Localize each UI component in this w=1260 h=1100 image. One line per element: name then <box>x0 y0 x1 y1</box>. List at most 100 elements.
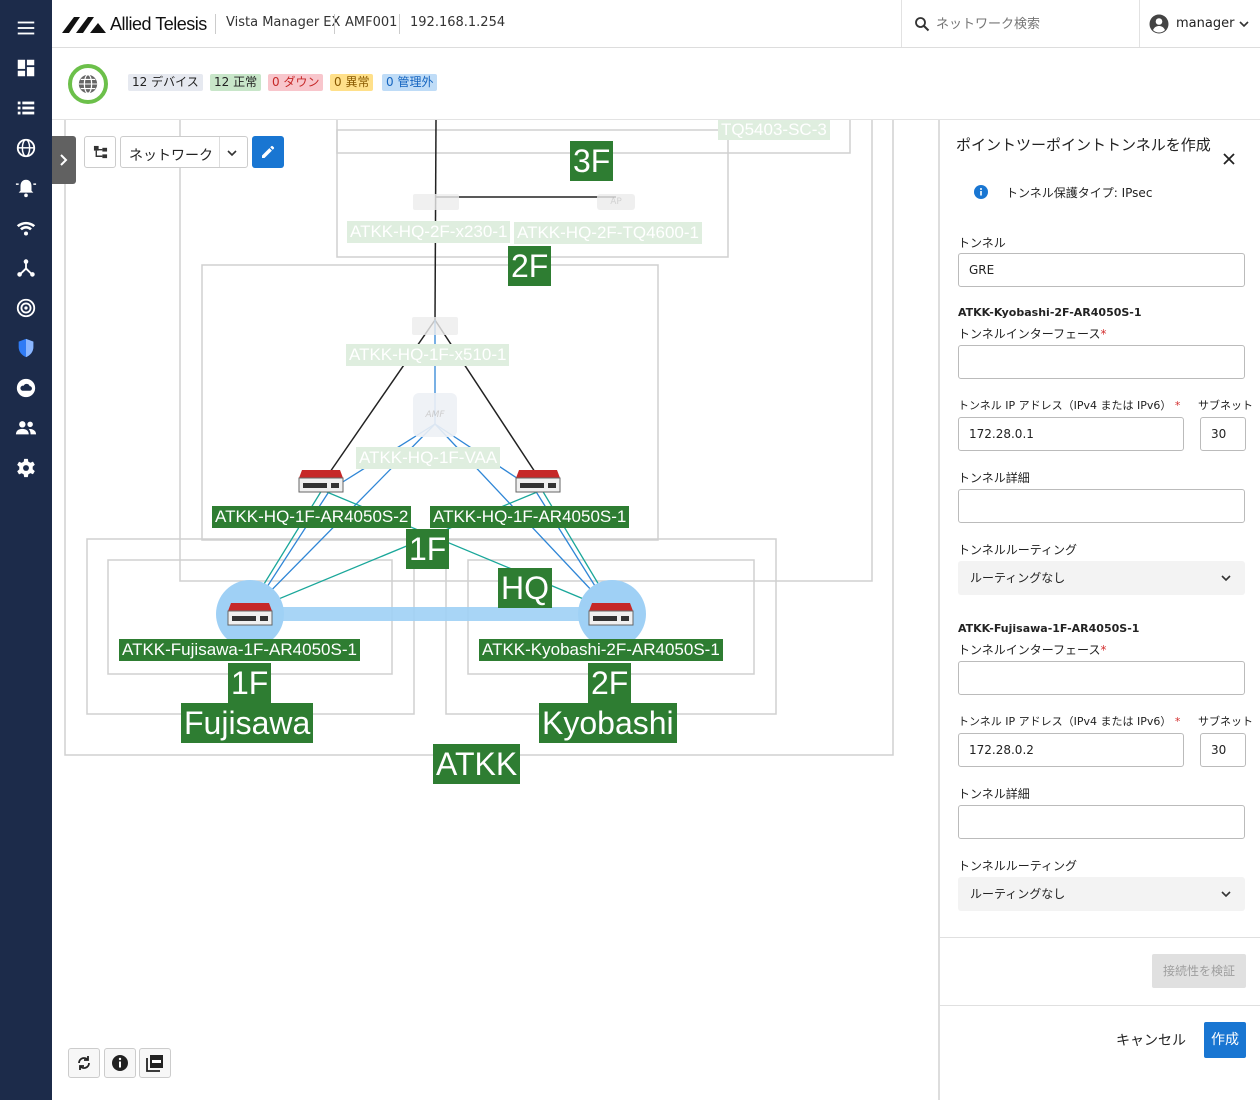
hq-label[interactable]: HQ <box>498 568 552 608</box>
x230-device-icon[interactable] <box>413 194 459 210</box>
unmanaged-count-badge[interactable]: 0 管理外 <box>382 74 438 91</box>
site1-ip-label: トンネル IP アドレス（IPv4 または IPv6） * <box>958 399 1181 412</box>
top-header: Allied Telesis Vista Manager EX AMF001 1… <box>52 0 1260 48</box>
fujisawa-device-label[interactable]: ATKK-Fujisawa-1F-AR4050S-1 <box>119 639 360 661</box>
site1-tunnel-interface-input[interactable] <box>958 345 1245 379</box>
site2-routing-value: ルーティングなし <box>970 887 1066 901</box>
pencil-icon <box>262 145 275 158</box>
search-icon <box>915 17 930 32</box>
access-point-icon[interactable]: AP <box>597 194 635 210</box>
network-search[interactable] <box>902 0 1138 47</box>
x510-device-icon[interactable] <box>412 317 458 335</box>
close-icon[interactable] <box>1222 152 1236 166</box>
allied-telesis-logo[interactable]: Allied Telesis <box>60 14 220 36</box>
chevron-down-icon <box>1239 21 1249 28</box>
divider <box>940 1005 1260 1006</box>
account-icon <box>1149 14 1169 34</box>
site1-routing-select[interactable]: ルーティングなし <box>958 561 1245 595</box>
list-icon[interactable] <box>0 88 52 128</box>
controller-ip: 192.168.1.254 <box>410 15 506 30</box>
site2-if-label: トンネルインターフェース* <box>958 643 1107 657</box>
network-map[interactable]: AP AMF TQ5403-SC-3 3F ATKK-HQ-2F-x230-1 … <box>52 120 938 1100</box>
cancel-button[interactable]: キャンセル <box>1116 1033 1186 1049</box>
dashboard-icon[interactable] <box>0 48 52 88</box>
floor-1f-hq-label[interactable]: 1F <box>406 529 450 569</box>
ar1-label[interactable]: ATKK-HQ-1F-AR4050S-1 <box>430 506 630 528</box>
chevron-down-icon <box>1221 891 1231 898</box>
amf-device-icon[interactable]: AMF <box>413 393 457 437</box>
health-indicator <box>68 64 108 104</box>
tunnel-type-field[interactable]: GRE <box>958 253 1245 287</box>
tunnel-create-panel: ポイントツーポイントトンネルを作成 トンネル保護タイプ: IPsec トンネル … <box>938 120 1260 1100</box>
site2-routing-select[interactable]: ルーティングなし <box>958 877 1245 911</box>
radar-icon[interactable] <box>0 288 52 328</box>
site1-if-label: トンネルインターフェース* <box>958 327 1107 341</box>
edit-map-button[interactable] <box>252 136 284 168</box>
wifi-icon[interactable] <box>0 208 52 248</box>
verify-connectivity-button[interactable]: 接続性を検証 <box>1152 954 1246 988</box>
security-icon[interactable] <box>0 328 52 368</box>
brand-name: Allied Telesis <box>110 14 207 34</box>
alarm-icon[interactable] <box>0 168 52 208</box>
status-bar: 12 デバイス 12 正常 0 ダウン 0 異常 0 管理外 <box>52 48 1260 120</box>
floor-3f-label[interactable]: 3F <box>570 141 614 181</box>
expand-panel-button[interactable] <box>52 136 76 184</box>
site1-ip-input[interactable]: 172.28.0.1 <box>958 417 1184 451</box>
router-ar2-icon[interactable] <box>298 468 344 496</box>
topology-icon[interactable] <box>0 248 52 288</box>
x230-label[interactable]: ATKK-HQ-2F-x230-1 <box>347 221 511 243</box>
users-icon[interactable] <box>0 408 52 448</box>
router-fujisawa-icon[interactable] <box>227 601 273 629</box>
product-name: Vista Manager EX <box>226 15 341 30</box>
x510-label[interactable]: ATKK-HQ-1F-x510-1 <box>346 344 510 366</box>
panel-title: ポイントツーポイントトンネルを作成 <box>956 136 1211 154</box>
site1-detail-label: トンネル詳細 <box>958 471 1030 485</box>
info-icon <box>974 185 988 199</box>
tq5403-label[interactable]: TQ5403-SC-3 <box>718 120 830 140</box>
fujisawa-site-label[interactable]: Fujisawa <box>181 703 314 743</box>
tq4600-label[interactable]: ATKK-HQ-2F-TQ4600-1 <box>514 222 703 244</box>
kyobashi-device-label[interactable]: ATKK-Kyobashi-2F-AR4050S-1 <box>479 639 723 661</box>
site2-subnet-input[interactable]: 30 <box>1200 733 1246 767</box>
router-ar1-icon[interactable] <box>515 468 561 496</box>
pdf-icon <box>146 1055 163 1072</box>
router-kyobashi-icon[interactable] <box>588 601 634 629</box>
ar2-label[interactable]: ATKK-HQ-1F-AR4050S-2 <box>212 506 412 528</box>
area-name: AMF001 <box>345 15 398 30</box>
pdf-export-button[interactable] <box>139 1048 171 1078</box>
view-select[interactable]: ネットワーク <box>120 136 248 168</box>
protection-info: トンネル保護タイプ: IPsec <box>1006 186 1153 200</box>
user-menu[interactable]: manager <box>1140 0 1260 47</box>
kyobashi-site-label[interactable]: Kyobashi <box>539 703 677 743</box>
create-button[interactable]: 作成 <box>1204 1022 1246 1058</box>
site2-ip-input[interactable]: 172.28.0.2 <box>958 733 1184 767</box>
site1-subnet-label: サブネット <box>1198 399 1253 412</box>
search-input[interactable] <box>934 12 1128 36</box>
info-button[interactable] <box>104 1048 136 1078</box>
cloud-icon[interactable] <box>0 368 52 408</box>
site1-subnet-input[interactable]: 30 <box>1200 417 1246 451</box>
vaa-label[interactable]: ATKK-HQ-1F-VAA <box>356 447 501 469</box>
layout-button[interactable] <box>84 136 116 168</box>
abnormal-count-badge[interactable]: 0 異常 <box>330 74 374 91</box>
device-count-badge[interactable]: 12 デバイス <box>128 74 203 91</box>
divider <box>940 937 1260 938</box>
chevron-right-icon <box>60 154 68 166</box>
down-count-badge[interactable]: 0 ダウン <box>268 74 324 91</box>
site2-detail-label: トンネル詳細 <box>958 787 1030 801</box>
menu-icon[interactable] <box>0 8 52 48</box>
floor-2f-hq-label[interactable]: 2F <box>508 246 552 286</box>
info-icon <box>112 1055 128 1071</box>
atkk-site-label[interactable]: ATKK <box>433 744 521 784</box>
site1-detail-input[interactable] <box>958 489 1245 523</box>
floor-1f-fujisawa-label[interactable]: 1F <box>228 663 272 703</box>
gear-icon[interactable] <box>0 448 52 488</box>
site2-detail-input[interactable] <box>958 805 1245 839</box>
site2-routing-label: トンネルルーティング <box>958 859 1078 873</box>
site2-tunnel-interface-input[interactable] <box>958 661 1245 695</box>
normal-count-badge[interactable]: 12 正常 <box>210 74 262 91</box>
floor-2f-kyobashi-label[interactable]: 2F <box>588 663 632 703</box>
refresh-button[interactable] <box>68 1048 100 1078</box>
site2-device-name: ATKK-Fujisawa-1F-AR4050S-1 <box>958 622 1140 635</box>
globe-icon[interactable] <box>0 128 52 168</box>
